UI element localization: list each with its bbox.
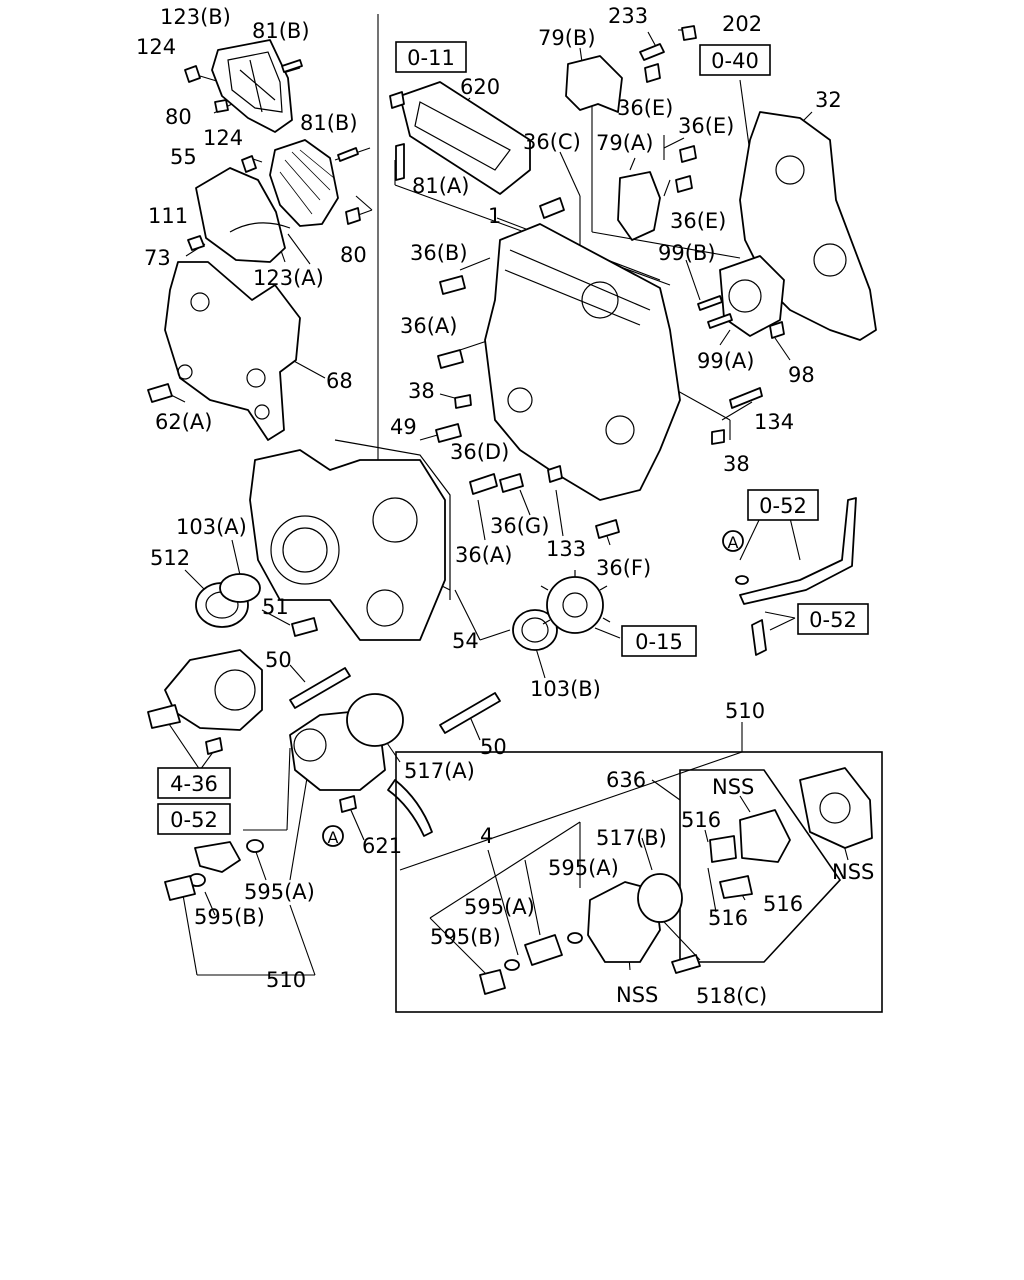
label-620: 620 (460, 75, 500, 99)
label-79b: 79(B) (538, 26, 596, 50)
kit-510-box (395, 751, 883, 1013)
ref-0-11: 0-11 (407, 46, 455, 70)
label-124-top: 124 (136, 35, 176, 59)
label-595b-2: 595(B) (194, 905, 265, 929)
label-36e-3: 36(E) (670, 209, 726, 233)
brackets-79 (565, 55, 661, 241)
label-595b-1: 595(B) (430, 925, 501, 949)
label-517b: 517(B) (596, 826, 667, 850)
label-124-mid: 124 (203, 126, 243, 150)
label-4: 4 (480, 824, 493, 848)
label-38-1: 38 (408, 379, 435, 403)
bracket-68 (164, 261, 301, 441)
connection-markers: A A (322, 530, 744, 847)
part-labels: 123(B) 81(B) 124 80 124 81(B) 55 111 73 … (136, 4, 874, 1008)
reference-callouts: 0-11 0-40 0-52 0-52 0-15 4-36 0-52 (157, 41, 869, 835)
gear-case-1 (484, 223, 681, 501)
label-51: 51 (262, 595, 289, 619)
label-510-top: 510 (725, 699, 765, 723)
label-54: 54 (452, 629, 479, 653)
label-103a: 103(A) (176, 515, 247, 539)
label-103b: 103(B) (530, 677, 601, 701)
label-518c: 518(C) (696, 984, 767, 1008)
label-595a-2: 595(A) (464, 895, 535, 919)
label-73: 73 (144, 246, 171, 270)
bolts-and-studs (147, 25, 785, 813)
label-36f: 36(F) (596, 556, 651, 580)
label-133: 133 (546, 537, 586, 561)
power-steering-pump (147, 649, 263, 731)
label-38-2: 38 (723, 452, 750, 476)
cover-plate-123b (211, 39, 293, 133)
label-99b: 99(B) (658, 241, 716, 265)
label-79a: 79(A) (596, 131, 653, 155)
cover-55 (195, 167, 291, 263)
label-55: 55 (170, 145, 197, 169)
label-36e-2: 36(E) (678, 114, 734, 138)
ref-0-52-left: 0-52 (170, 808, 218, 832)
label-80-top: 80 (165, 105, 192, 129)
gasket-620 (399, 81, 531, 195)
label-49: 49 (390, 415, 417, 439)
ref-4-36: 4-36 (170, 772, 218, 796)
label-98: 98 (788, 363, 815, 387)
label-36b: 36(B) (410, 241, 468, 265)
banjo-fitting-0-52 (164, 839, 264, 901)
label-80-mid: 80 (340, 243, 367, 267)
label-595a-3: 595(A) (244, 880, 315, 904)
label-32: 32 (815, 88, 842, 112)
ref-0-52-top: 0-52 (759, 494, 807, 518)
label-nss-1: NSS (712, 775, 754, 799)
label-233: 233 (608, 4, 648, 28)
label-36c: 36(C) (523, 130, 581, 154)
label-512: 512 (150, 546, 190, 570)
label-636: 636 (606, 768, 646, 792)
label-81b-mid: 81(B) (300, 111, 358, 135)
label-516-2: 516 (763, 892, 803, 916)
label-36a-2: 36(A) (455, 543, 512, 567)
ref-0-15: 0-15 (635, 630, 683, 654)
label-621: 621 (362, 834, 402, 858)
label-123a: 123(A) (253, 266, 324, 290)
gear-0-15 (540, 570, 611, 634)
label-202: 202 (722, 12, 762, 36)
oil-seal-512-103a (195, 573, 261, 628)
front-housing-49 (249, 439, 451, 641)
label-517a: 517(A) (404, 759, 475, 783)
label-81a: 81(A) (412, 174, 469, 198)
label-36a-1: 36(A) (400, 314, 457, 338)
label-68: 68 (326, 369, 353, 393)
label-36e-1: 36(E) (617, 96, 673, 120)
vacuum-line-0-52 (735, 497, 857, 656)
cover-plate-123a (269, 139, 339, 227)
label-123b: 123(B) (160, 5, 231, 29)
label-99a: 99(A) (697, 349, 754, 373)
label-134: 134 (754, 410, 794, 434)
label-516-1: 516 (681, 808, 721, 832)
label-50-2: 50 (480, 735, 507, 759)
label-111: 111 (148, 204, 188, 228)
label-50-1: 50 (265, 648, 292, 672)
label-516-3: 516 (708, 906, 748, 930)
label-81b-top: 81(B) (252, 19, 310, 43)
label-595a-1: 595(A) (548, 856, 619, 880)
vacuum-pump-assembly (289, 693, 433, 837)
label-510-bottom: 510 (266, 968, 306, 992)
oil-seal-103b (512, 609, 558, 651)
marker-a-right: A (728, 533, 739, 552)
marker-a-left: A (328, 828, 339, 847)
label-62a: 62(A) (155, 410, 212, 434)
ref-0-52-right: 0-52 (809, 608, 857, 632)
label-36d: 36(D) (450, 440, 509, 464)
ref-0-40: 0-40 (711, 49, 759, 73)
kit-510-contents (479, 767, 873, 995)
label-nss-2: NSS (832, 860, 874, 884)
label-1: 1 (488, 204, 501, 228)
label-nss-3: NSS (616, 983, 658, 1007)
shafts-50 (289, 667, 501, 734)
label-36g: 36(G) (490, 514, 549, 538)
